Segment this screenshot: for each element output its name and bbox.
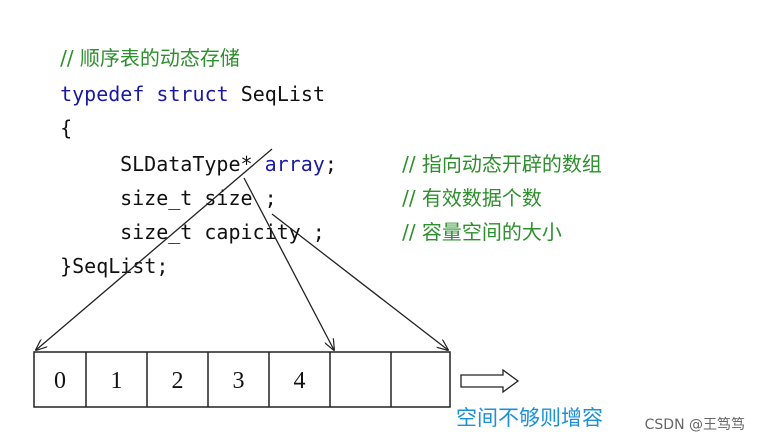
field-size-comment: // 有效数据个数 [378, 162, 542, 210]
array-cell-value: 0 [54, 368, 66, 394]
struct-name: SeqList [228, 82, 325, 106]
struct-decl-line: typedef struct SeqList [36, 58, 325, 106]
open-brace-line: { [36, 92, 72, 140]
array-cell-value: 4 [294, 368, 306, 394]
array-cell-value: 1 [111, 368, 123, 394]
array-cell-value: 2 [172, 368, 184, 394]
struct-close: }SeqList; [60, 254, 169, 278]
capacity-pointer-arrow [271, 213, 448, 350]
size-pointer-arrow [243, 177, 334, 350]
title-comment-text: // 顺序表的动态存储 [60, 46, 240, 70]
grow-caption: 空间不够则增容 [456, 406, 603, 430]
array-outline [33, 351, 451, 408]
field-array-name: array [264, 152, 325, 176]
field-capacity-comment: // 容量空间的大小 [378, 196, 562, 244]
field-size-decl: size_t size ; [120, 186, 277, 210]
watermark: CSDN @王笃笃 [644, 417, 745, 433]
array-cells: 0 1 2 3 4 [33, 351, 451, 408]
close-brace-line: }SeqList; [36, 230, 168, 278]
title-comment: // 顺序表的动态存储 [36, 22, 240, 70]
array-pointer-arrow [36, 148, 273, 350]
struct-keyword: typedef struct [60, 82, 229, 106]
open-brace: { [60, 116, 73, 140]
field-array-type: SLDataType* [120, 152, 265, 176]
field-capacity-comment-text: // 容量空间的大小 [402, 220, 562, 244]
field-array-comment-text: // 指向动态开辟的数组 [402, 152, 602, 176]
field-size-line: size_t size ; [96, 162, 277, 210]
array-cell-value: 3 [233, 368, 245, 394]
field-size-comment-text: // 有效数据个数 [402, 186, 542, 210]
field-array-line: SLDataType* array; [96, 128, 337, 176]
field-array-semicolon: ; [324, 152, 337, 176]
field-array-comment: // 指向动态开辟的数组 [378, 128, 602, 176]
grow-arrow-icon [460, 368, 520, 394]
